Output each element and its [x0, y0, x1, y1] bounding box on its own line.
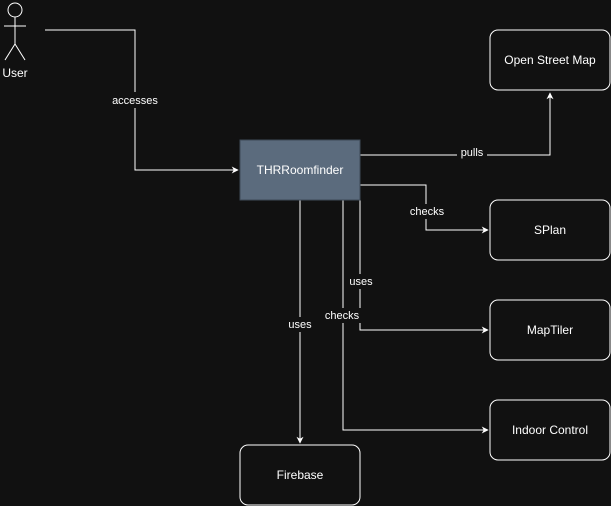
node-firebase[interactable]: Firebase	[239, 444, 361, 506]
edge-label-uses-firebase: uses	[288, 319, 312, 331]
node-maptiler-label: MapTiler	[527, 323, 573, 337]
edge-checks-indoor: checks	[323, 200, 489, 434]
edge-uses-firebase: uses	[286, 200, 314, 444]
node-splan-label: SPlan	[534, 223, 566, 237]
edge-user-accesses: accesses	[45, 29, 239, 174]
edge-label-accesses: accesses	[112, 95, 158, 107]
user-actor-label: User	[2, 66, 27, 80]
node-thrroomfinder-label: THRRoomfinder	[257, 163, 344, 177]
node-open-street-map[interactable]: Open Street Map	[489, 29, 611, 91]
edge-label-pulls: pulls	[461, 147, 484, 159]
node-open-street-map-label: Open Street Map	[504, 53, 596, 67]
user-actor[interactable]: User	[2, 2, 28, 80]
node-indoor-control-label: Indoor Control	[512, 423, 588, 437]
node-firebase-label: Firebase	[277, 468, 324, 482]
edge-checks-splan: checks	[360, 184, 489, 234]
edge-label-checks-splan: checks	[410, 206, 445, 218]
edge-pulls-osm: pulls	[360, 92, 554, 160]
node-maptiler[interactable]: MapTiler	[489, 299, 611, 361]
edge-label-uses-maptiler: uses	[349, 276, 373, 288]
edge-uses-maptiler: uses	[347, 200, 489, 334]
edge-label-checks-indoor: checks	[325, 310, 360, 322]
user-actor-icon	[4, 2, 26, 61]
node-splan[interactable]: SPlan	[489, 199, 611, 261]
node-indoor-control[interactable]: Indoor Control	[489, 399, 611, 461]
node-thrroomfinder[interactable]: THRRoomfinder	[239, 139, 361, 201]
